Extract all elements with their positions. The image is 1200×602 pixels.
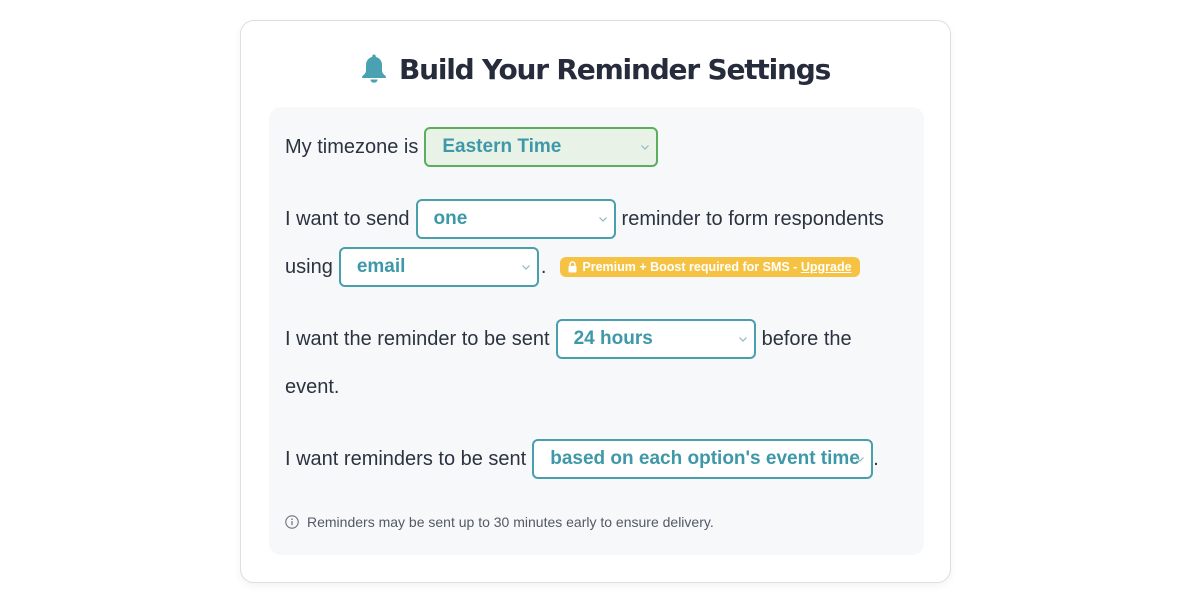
basis-label: I want reminders to be sent	[285, 447, 527, 470]
upgrade-link[interactable]: Upgrade	[800, 260, 852, 274]
title-text: Build Your Reminder Settings	[398, 52, 831, 86]
chevron-down-icon	[738, 337, 747, 342]
timing-suffix: before the	[761, 327, 852, 350]
timing-value: 24 hours	[573, 328, 653, 349]
chevron-down-icon	[641, 145, 650, 150]
method-row: using email . Premium + Boost required f…	[285, 247, 860, 287]
timing-continuation-row: event.	[285, 375, 339, 399]
timing-select[interactable]: 24 hours	[555, 319, 756, 359]
timing-row: I want the reminder to be sent 24 hours …	[285, 319, 852, 359]
delivery-method-select[interactable]: email	[338, 247, 539, 287]
chevron-down-icon	[521, 265, 530, 270]
reminder-basis-select[interactable]: based on each option's event time	[532, 439, 874, 479]
method-value: email	[356, 256, 406, 277]
note-text: Reminders may be sent up to 30 minutes e…	[307, 514, 714, 530]
timing-label: I want the reminder to be sent	[285, 327, 550, 350]
timezone-value: Eastern Time	[442, 136, 562, 157]
bell-icon	[362, 54, 386, 83]
settings-panel: My timezone is Eastern Time I want to se…	[269, 107, 924, 555]
count-value: one	[433, 208, 468, 229]
timezone-label: My timezone is	[285, 135, 419, 158]
timezone-select[interactable]: Eastern Time	[424, 127, 659, 167]
count-row: I want to send one reminder to form resp…	[285, 199, 884, 239]
info-icon	[285, 515, 299, 529]
chevron-down-icon	[856, 457, 865, 462]
count-suffix: reminder to form respondents	[621, 207, 884, 230]
badge-text: Premium + Boost required for SMS -	[582, 260, 801, 274]
delivery-note: Reminders may be sent up to 30 minutes e…	[285, 514, 714, 530]
method-label: using	[285, 255, 333, 278]
reminder-settings-card: Build Your Reminder Settings My timezone…	[240, 20, 951, 583]
lock-icon	[568, 261, 577, 273]
premium-badge: Premium + Boost required for SMS - Upgra…	[560, 257, 860, 277]
reminder-count-select[interactable]: one	[415, 199, 616, 239]
basis-value: based on each option's event time	[550, 448, 860, 469]
page-title: Build Your Reminder Settings	[241, 49, 950, 89]
timezone-row: My timezone is Eastern Time	[285, 127, 659, 167]
basis-row: I want reminders to be sent based on eac…	[285, 439, 879, 479]
count-label: I want to send	[285, 207, 410, 230]
timing-continuation: event.	[285, 375, 340, 398]
chevron-down-icon	[598, 217, 607, 222]
method-suffix: .	[540, 255, 547, 278]
basis-suffix: .	[873, 447, 879, 470]
